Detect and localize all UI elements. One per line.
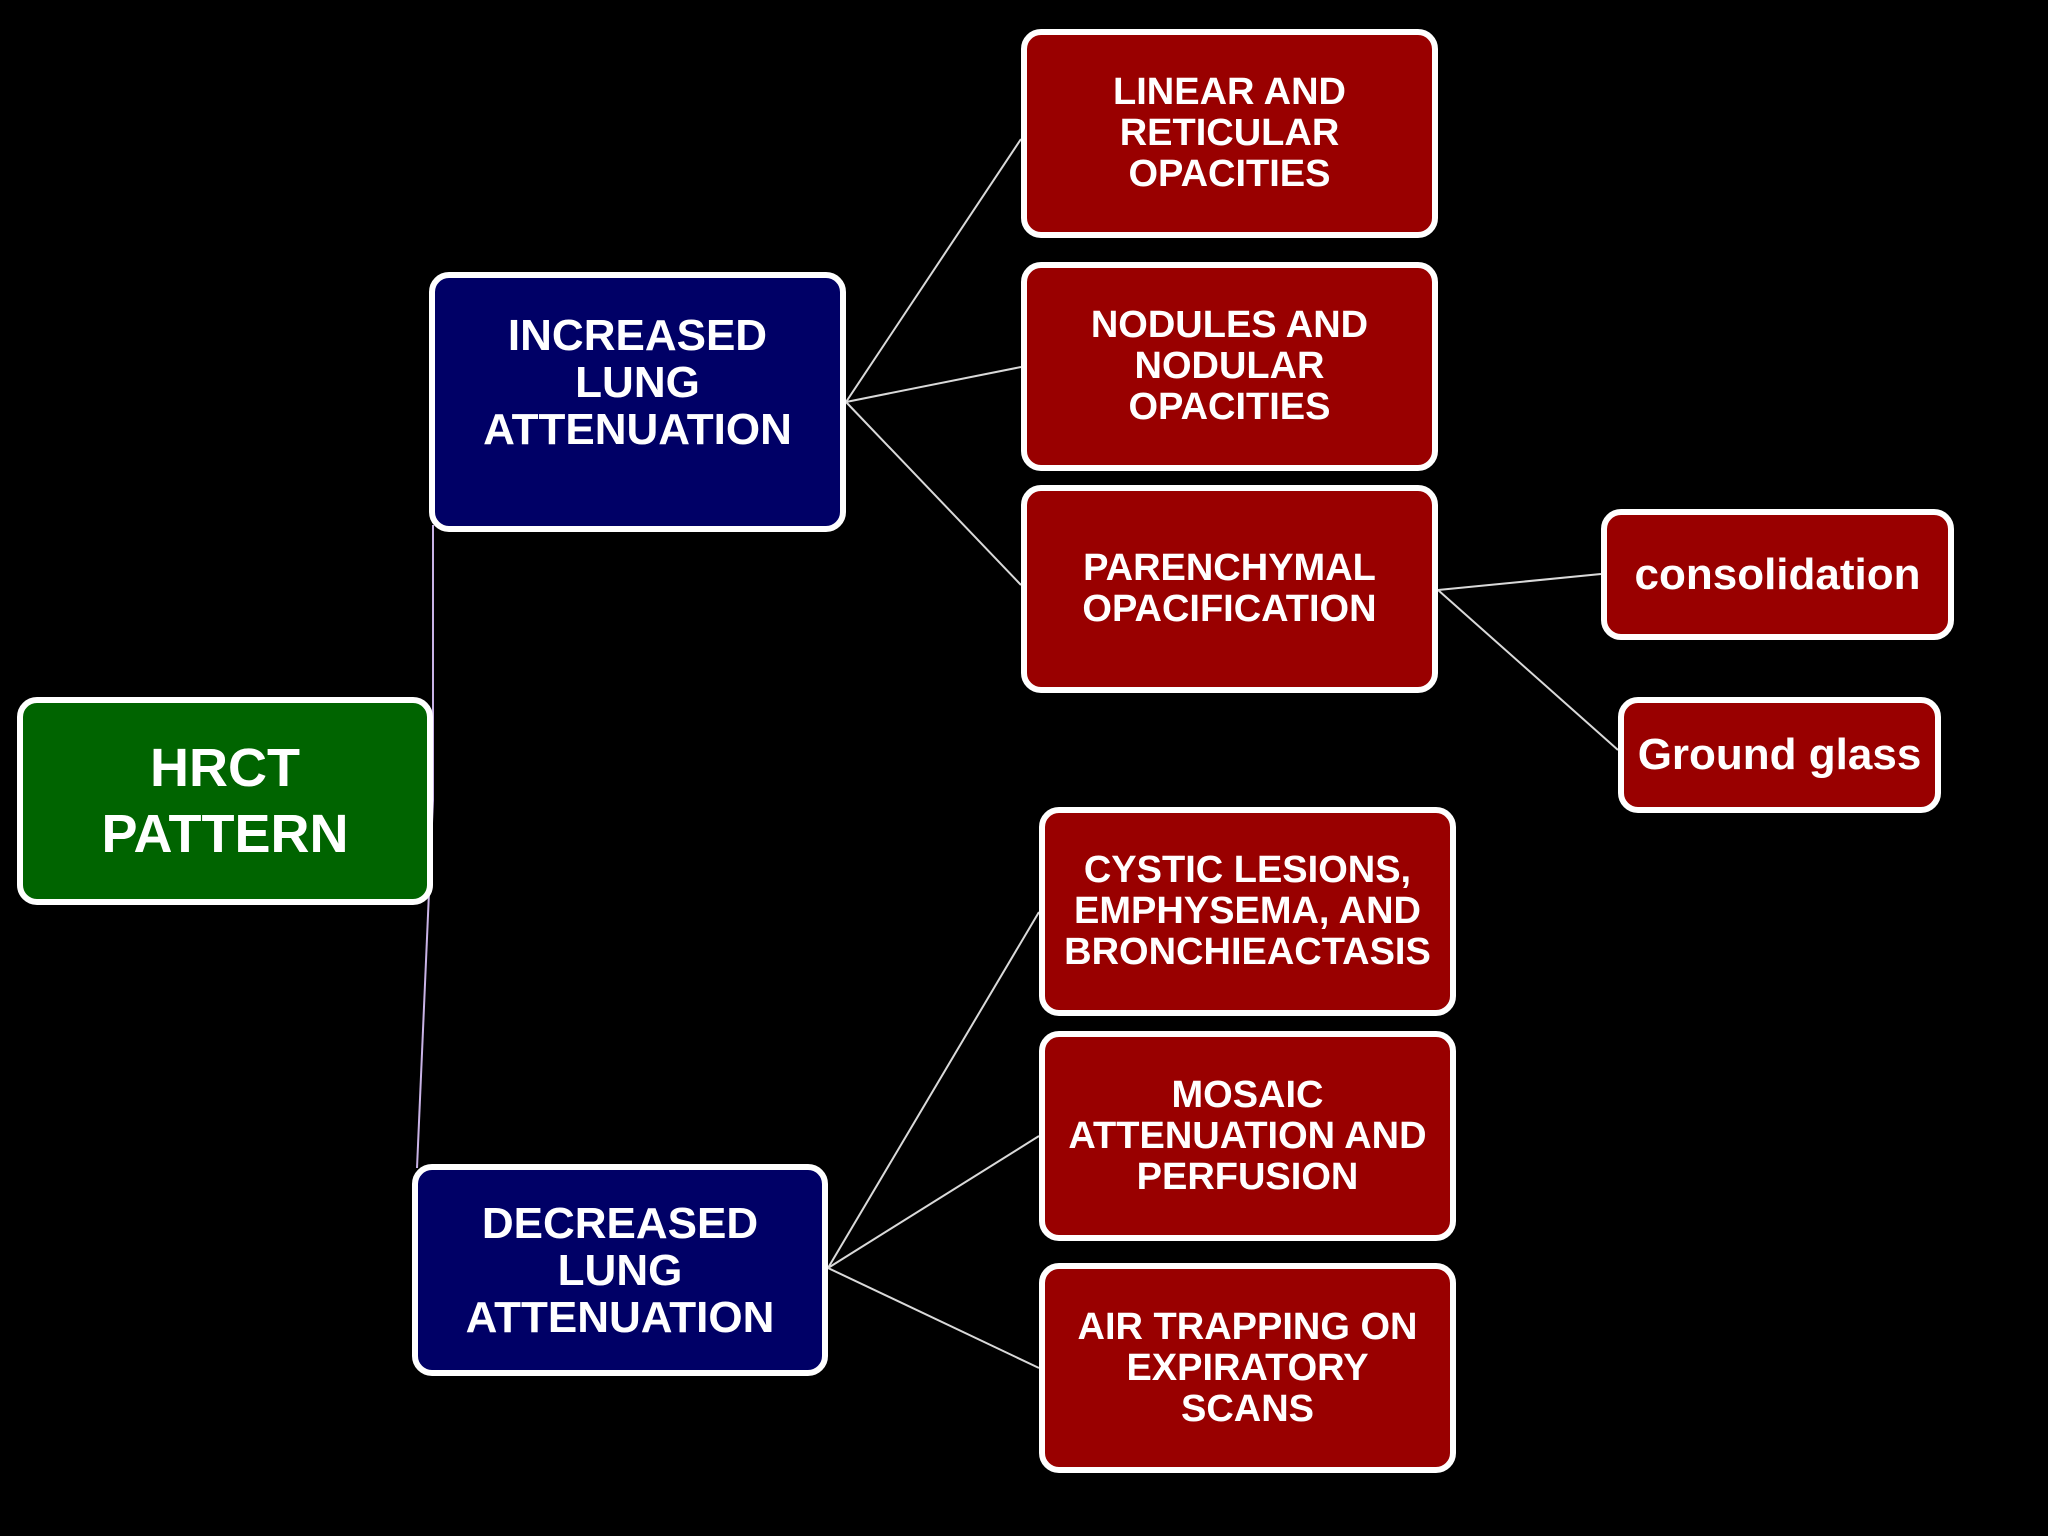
node-label-line: EMPHYSEMA, AND	[1074, 890, 1421, 932]
node-label-line: HRCT	[150, 738, 300, 798]
node-label-line: ATTENUATION	[465, 1292, 775, 1342]
connector-parenchymal-to-ground-glass	[1437, 589, 1619, 751]
connector-increased-to-parenchymal	[845, 401, 1022, 586]
node-label-line: PATTERN	[101, 804, 349, 864]
node-label-line: ATTENUATION	[483, 405, 792, 454]
connector-decreased-to-mosaic	[827, 1135, 1040, 1269]
node-label-line: CYSTIC LESIONS,	[1083, 849, 1412, 891]
node-label-line: ATTENUATION AND	[1068, 1114, 1427, 1157]
node-label-line: INCREASED	[507, 311, 768, 360]
node-label-line: MOSAIC	[1171, 1073, 1324, 1116]
node-mosaic-attenuation: MOSAIC ATTENUATION AND PERFUSION	[1039, 1031, 1456, 1241]
node-label-line: OPACITIES	[1128, 153, 1331, 195]
connector-parenchymal-to-consolidation	[1437, 573, 1602, 591]
node-label-line: EXPIRATORY	[1126, 1346, 1369, 1389]
node-increased-lung-attenuation: INCREASED LUNG ATTENUATION	[429, 272, 846, 532]
node-label-line: RETICULAR	[1119, 112, 1340, 154]
node-label-line: NODULES AND	[1090, 304, 1369, 346]
node-nodules-nodular-opacities: NODULES AND NODULAR OPACITIES	[1021, 262, 1438, 471]
connector-decreased-to-air-trapping	[827, 1267, 1040, 1369]
node-linear-text: LINEAR AND RETICULAR OPACITIES	[1113, 72, 1346, 195]
node-label-line: DECREASED	[481, 1198, 759, 1248]
node-label-line: PARENCHYMAL	[1083, 547, 1376, 589]
node-label-line: BRONCHIEACTASIS	[1064, 931, 1431, 973]
connector-decreased-to-cystic	[827, 911, 1040, 1269]
node-label: Ground glass	[1637, 730, 1922, 779]
node-hrct-pattern-text: HRCT PATTERN	[102, 735, 349, 867]
node-mosaic-text: MOSAIC ATTENUATION AND PERFUSION	[1068, 1073, 1427, 1198]
node-label: consolidation	[1634, 549, 1921, 599]
node-decreased-text: DECREASED LUNG ATTENUATION	[466, 1200, 775, 1341]
node-label-line: PERFUSION	[1136, 1155, 1359, 1198]
node-cystic-text: CYSTIC LESIONS, EMPHYSEMA, AND BRONCHIEA…	[1064, 850, 1431, 973]
node-label-line: LINEAR AND	[1113, 71, 1346, 113]
node-nodules-text: NODULES AND NODULAR OPACITIES	[1091, 305, 1368, 428]
connector-increased-to-nodules	[845, 366, 1022, 403]
node-parenchymal-opacification: PARENCHYMAL OPACIFICATION	[1021, 485, 1438, 693]
node-linear-reticular-opacities: LINEAR AND RETICULAR OPACITIES	[1021, 29, 1438, 238]
node-label-line: LUNG	[557, 1245, 683, 1295]
node-air-text: AIR TRAPPING ON EXPIRATORY SCANS	[1077, 1305, 1418, 1430]
node-label-line: OPACIFICATION	[1082, 588, 1377, 630]
node-label-line: SCANS	[1180, 1387, 1315, 1430]
node-hrct-pattern: HRCT PATTERN	[17, 697, 433, 905]
node-ground-glass: Ground glass	[1618, 697, 1941, 813]
node-increased-text: INCREASED LUNG ATTENUATION	[483, 312, 792, 453]
node-decreased-lung-attenuation: DECREASED LUNG ATTENUATION	[412, 1164, 828, 1376]
node-air-trapping: AIR TRAPPING ON EXPIRATORY SCANS	[1039, 1263, 1456, 1473]
node-label-line: OPACITIES	[1128, 386, 1331, 428]
node-label-line: LUNG	[575, 358, 700, 407]
connector-increased-to-linear	[845, 138, 1022, 403]
node-cystic-lesions: CYSTIC LESIONS, EMPHYSEMA, AND BRONCHIEA…	[1039, 807, 1456, 1016]
node-label-line: AIR TRAPPING ON	[1077, 1305, 1418, 1348]
node-parenchymal-text: PARENCHYMAL OPACIFICATION	[1082, 548, 1376, 630]
node-consolidation: consolidation	[1601, 509, 1954, 640]
node-label-line: NODULAR	[1134, 345, 1325, 387]
